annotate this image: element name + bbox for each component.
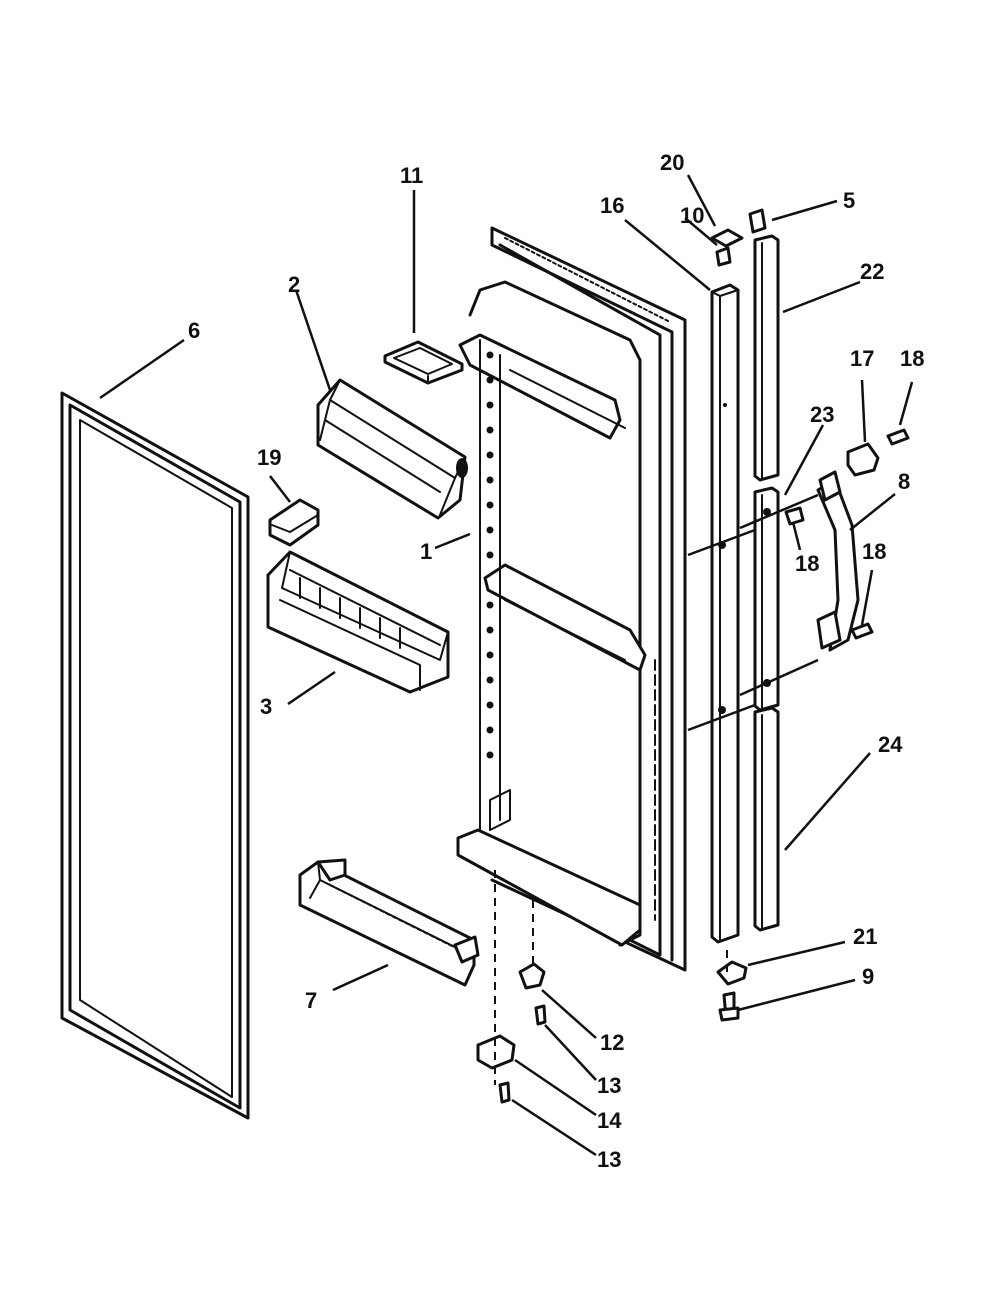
callout-11: 11 — [400, 163, 423, 188]
callout-18-top: 18 — [900, 346, 924, 371]
callout-7: 7 — [305, 988, 317, 1013]
part-19-clip — [268, 498, 320, 547]
part-2-cover — [316, 378, 468, 520]
part-11-tray — [383, 340, 464, 385]
callout-12: 12 — [600, 1030, 624, 1055]
part-18-screw-a — [886, 428, 910, 446]
callout-8: 8 — [898, 469, 910, 494]
part-13-screw-lower — [498, 1081, 511, 1104]
part-1-door-liner — [456, 226, 687, 972]
part-18-screw-c — [850, 622, 874, 640]
part-17-cap — [846, 442, 880, 477]
callout-20: 20 — [660, 150, 684, 175]
part-16-channel — [710, 283, 740, 944]
liner-holes — [486, 351, 494, 759]
callout-3: 3 — [260, 694, 272, 719]
part-9-screw — [718, 991, 740, 1022]
callout-labels: 1 2 3 5 6 7 8 9 10 11 12 13 14 13 16 17 … — [188, 150, 924, 1172]
callout-18-middle: 18 — [795, 551, 819, 576]
part-10-screw — [715, 246, 732, 267]
callout-13-upper: 13 — [597, 1073, 621, 1098]
callout-23: 23 — [810, 402, 834, 427]
callout-16: 16 — [600, 193, 624, 218]
callout-9: 9 — [862, 964, 874, 989]
part-5-plug — [748, 208, 767, 234]
callout-10: 10 — [680, 203, 704, 228]
callout-21: 21 — [853, 924, 877, 949]
part-3-bin — [266, 550, 450, 694]
part-18-screw-b — [784, 506, 805, 526]
part-6-gasket — [60, 391, 250, 1120]
part-13-screw-upper — [534, 1004, 547, 1026]
part-12-stop — [518, 962, 546, 990]
callout-22: 22 — [860, 259, 884, 284]
callout-19: 19 — [257, 445, 281, 470]
part-24-trim — [753, 706, 780, 932]
callout-24: 24 — [878, 732, 903, 757]
part-22-trim — [753, 234, 780, 482]
callout-6: 6 — [188, 318, 200, 343]
callout-2: 2 — [288, 272, 300, 297]
part-8-handle — [816, 470, 860, 652]
part-21-bracket — [716, 960, 748, 986]
callout-14: 14 — [597, 1108, 622, 1133]
connector-line — [687, 703, 756, 732]
connector-line — [739, 493, 819, 530]
connector-line — [687, 528, 756, 557]
callout-13-lower: 13 — [597, 1147, 621, 1172]
part-20-bracket — [710, 228, 744, 248]
callout-17: 17 — [850, 346, 874, 371]
callout-5: 5 — [843, 188, 855, 213]
connector-line — [739, 658, 819, 697]
callout-1: 1 — [420, 539, 432, 564]
leader-lines — [99, 174, 914, 1157]
part-7-shelf — [298, 858, 480, 987]
callout-18-lower: 18 — [862, 539, 886, 564]
